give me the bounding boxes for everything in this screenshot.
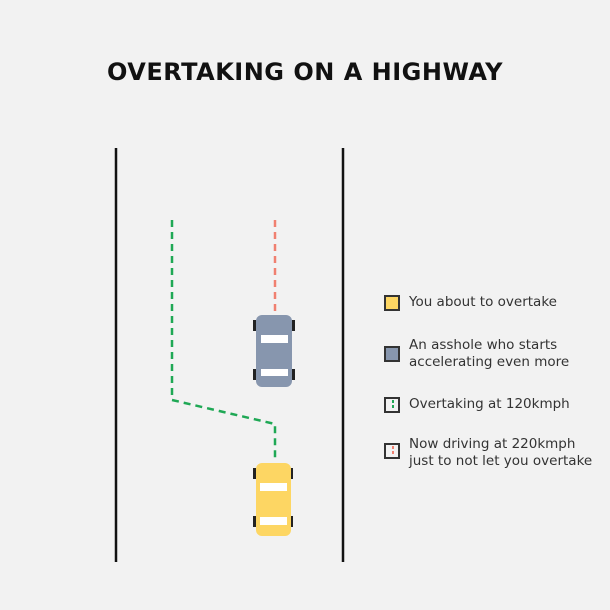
legend-item-you: You about to overtake <box>384 294 606 311</box>
your-car <box>253 463 293 536</box>
legend-item-other: An asshole who starts accelerating even … <box>384 337 606 371</box>
legend-label-speeding: Now driving at 220kmph just to not let y… <box>409 436 592 470</box>
legend-label-overtake: Overtaking at 120kmph <box>409 396 570 413</box>
gray-swatch-icon <box>384 346 400 362</box>
legend-label-other: An asshole who starts accelerating even … <box>409 337 569 371</box>
legend-label-you: You about to overtake <box>409 294 557 311</box>
green-dashed-line-icon <box>384 397 400 413</box>
other-car <box>253 315 295 387</box>
yellow-swatch-icon <box>384 295 400 311</box>
red-dashed-line-icon <box>384 443 400 459</box>
legend-item-speeding: Now driving at 220kmph just to not let y… <box>384 436 606 470</box>
legend-item-overtake: Overtaking at 120kmph <box>384 396 606 413</box>
